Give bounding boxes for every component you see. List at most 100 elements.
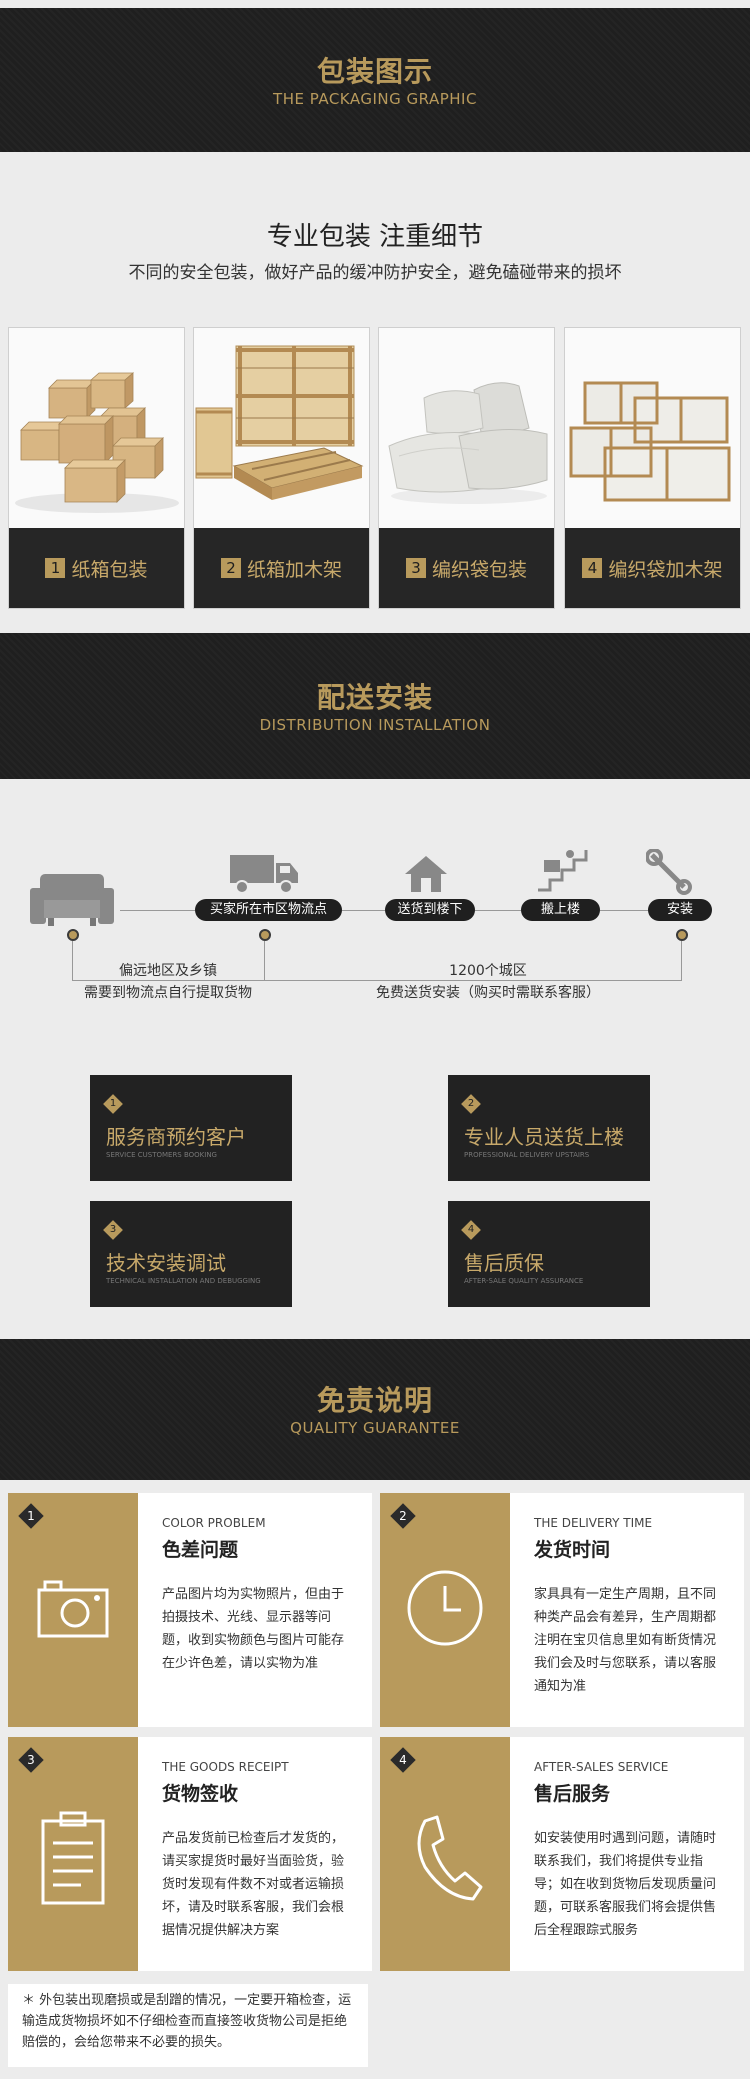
- quality-card-3: 3 THE GOODS RECEIPT 货物签收 产品发货前已检查后才发货的，请…: [8, 1737, 372, 1971]
- distribution-header-title: 配送安装: [316, 681, 433, 714]
- truck-icon: [230, 855, 298, 894]
- service-box-1: 1 服务商预约客户 SERVICE CUSTOMERS BOOKING: [90, 1075, 292, 1181]
- city-coverage-desc: 免费送货安装（购买时需联系客服）: [376, 985, 600, 1001]
- flow-line-3: [475, 910, 521, 911]
- packaging-title: 专业包装 注重细节: [266, 222, 484, 252]
- quality-card-2-side: 2: [380, 1493, 510, 1727]
- quality-card-3-body: 产品发货前已检查后才发货的，请买家提货时最好当面验货，验货时发现有件数不对或者运…: [162, 1831, 345, 1938]
- clock-icon: [407, 1570, 483, 1646]
- quality-header-title: 免责说明: [316, 1384, 433, 1417]
- flow-dot-2: [259, 929, 271, 941]
- stairs-icon: [538, 850, 588, 892]
- service-4-title: 售后质保: [464, 1251, 544, 1275]
- quality-card-2: 2 THE DELIVERY TIME 发货时间 家具具有一定生产周期，且不同种…: [380, 1493, 744, 1727]
- quality-header: 免责说明 QUALITY GUARANTEE: [0, 1339, 750, 1480]
- service-1-subtitle: SERVICE CUSTOMERS BOOKING: [106, 1151, 217, 1159]
- cardboard-boxes-image: [9, 328, 184, 528]
- sofa-icon: [30, 874, 114, 926]
- packaging-header-subtitle: THE PACKAGING GRAPHIC: [273, 90, 477, 108]
- flow-line-1: [120, 910, 195, 911]
- camera-icon: [37, 1580, 109, 1638]
- quality-card-2-body: 家具具有一定生产周期，且不同种类产品会有差异，生产周期都注明在宝贝信息里如有断货…: [534, 1587, 717, 1694]
- service-2-subtitle: PROFESSIONAL DELIVERY UPSTAIRS: [464, 1151, 590, 1159]
- quality-card-3-title: 货物签收: [162, 1783, 239, 1805]
- packaging-card-1-number: 1: [45, 558, 66, 578]
- bracket-horizontal: [72, 980, 682, 981]
- service-2-number: 2: [467, 1098, 475, 1109]
- remote-areas-desc: 需要到物流点自行提取货物: [84, 985, 252, 1001]
- packaging-header: 包装图示 THE PACKAGING GRAPHIC: [0, 8, 750, 152]
- quality-card-4: 4 AFTER-SALES SERVICE 售后服务 如安装使用时遇到问题，请随…: [380, 1737, 744, 1971]
- clipboard-icon: [41, 1811, 105, 1905]
- distribution-header: 配送安装 DISTRIBUTION INSTALLATION: [0, 633, 750, 779]
- woven-bags-image: [379, 328, 554, 528]
- flow-dot-1: [67, 929, 79, 941]
- quality-card-4-side: 4: [380, 1737, 510, 1971]
- bracket-right-vertical: [681, 941, 682, 981]
- bracket-left-vertical: [72, 941, 73, 981]
- wooden-crate-image: [194, 328, 369, 528]
- quality-card-1-en: COLOR PROBLEM: [162, 1516, 266, 1530]
- quality-card-3-side: 3: [8, 1737, 138, 1971]
- service-3-number: 3: [109, 1224, 117, 1235]
- step-pill-4: 安装: [648, 899, 712, 921]
- damage-notice: ＊ 外包装出现磨损或是刮蹭的情况，一定要开箱检查，运输造成货物损坏如不仔细检查而…: [8, 1984, 368, 2067]
- flow-line-2: [342, 910, 385, 911]
- packaging-card-3-text: 编织袋包装: [431, 558, 527, 581]
- service-box-3: 3 技术安装调试 TECHNICAL INSTALLATION AND DEBU…: [90, 1201, 292, 1307]
- packaging-card-2-number: 2: [220, 558, 241, 578]
- bracket-mid-vertical: [264, 941, 265, 981]
- step-pill-3: 搬上楼: [521, 899, 600, 921]
- service-1-title: 服务商预约客户: [106, 1125, 246, 1149]
- service-4-subtitle: AFTER-SALE QUALITY ASSURANCE: [464, 1277, 584, 1285]
- service-4-number: 4: [467, 1224, 475, 1235]
- quality-card-3-number: 3: [27, 1753, 35, 1767]
- quality-card-1: 1 COLOR PROBLEM 色差问题 产品图片均为实物照片，但由于拍摄技术、…: [8, 1493, 372, 1727]
- remote-areas-label: 偏远地区及乡镇: [119, 963, 217, 979]
- service-box-4: 4 售后质保 AFTER-SALE QUALITY ASSURANCE: [448, 1201, 650, 1307]
- wrench-icon: [646, 849, 692, 895]
- step-pill-2: 送货到楼下: [385, 899, 475, 921]
- packaging-subtitle: 不同的安全包装，做好产品的缓冲防护安全，避免磕碰带来的损坏: [128, 263, 622, 283]
- quality-card-4-number: 4: [399, 1753, 407, 1767]
- quality-card-2-en: THE DELIVERY TIME: [534, 1516, 653, 1530]
- quality-card-4-body: 如安装使用时遇到问题，请随时联系我们，我们将提供专业指导；如在收到货物后发现质量…: [534, 1831, 717, 1938]
- quality-card-1-title: 色差问题: [162, 1539, 239, 1561]
- city-coverage-label: 1200个城区: [449, 963, 527, 979]
- packaging-card-4-text: 编织袋加木架: [608, 558, 723, 581]
- packaging-card-3-number: 3: [405, 558, 426, 578]
- distribution-header-subtitle: DISTRIBUTION INSTALLATION: [259, 716, 491, 734]
- quality-card-4-en: AFTER-SALES SERVICE: [534, 1760, 669, 1774]
- quality-card-4-title: 售后服务: [534, 1783, 611, 1805]
- quality-card-3-en: THE GOODS RECEIPT: [162, 1760, 289, 1774]
- packaging-card-2-text: 纸箱加木架: [246, 558, 342, 581]
- house-icon: [405, 856, 447, 892]
- quality-card-1-number: 1: [27, 1509, 35, 1523]
- quality-card-1-side: 1: [8, 1493, 138, 1727]
- packaging-card-4-number: 4: [582, 558, 603, 578]
- flow-dot-3: [676, 929, 688, 941]
- quality-header-subtitle: QUALITY GUARANTEE: [290, 1419, 460, 1437]
- service-2-title: 专业人员送货上楼: [464, 1125, 624, 1149]
- quality-card-1-body: 产品图片均为实物照片，但由于拍摄技术、光线、显示器等问题，收到实物颜色与图片可能…: [162, 1587, 345, 1671]
- flow-line-4: [600, 910, 648, 911]
- packaging-card-1-text: 纸箱包装: [71, 558, 148, 581]
- service-3-title: 技术安装调试: [106, 1251, 226, 1275]
- woven-bags-wood-frame-image: [565, 328, 740, 528]
- step-pill-1: 买家所在市区物流点: [195, 899, 342, 921]
- service-box-2: 2 专业人员送货上楼 PROFESSIONAL DELIVERY UPSTAIR…: [448, 1075, 650, 1181]
- packaging-header-title: 包装图示: [316, 55, 433, 88]
- quality-card-2-number: 2: [399, 1509, 407, 1523]
- quality-card-2-title: 发货时间: [534, 1539, 611, 1561]
- service-1-number: 1: [109, 1098, 117, 1109]
- phone-icon: [417, 1815, 483, 1901]
- service-3-subtitle: TECHNICAL INSTALLATION AND DEBUGGING: [106, 1277, 261, 1285]
